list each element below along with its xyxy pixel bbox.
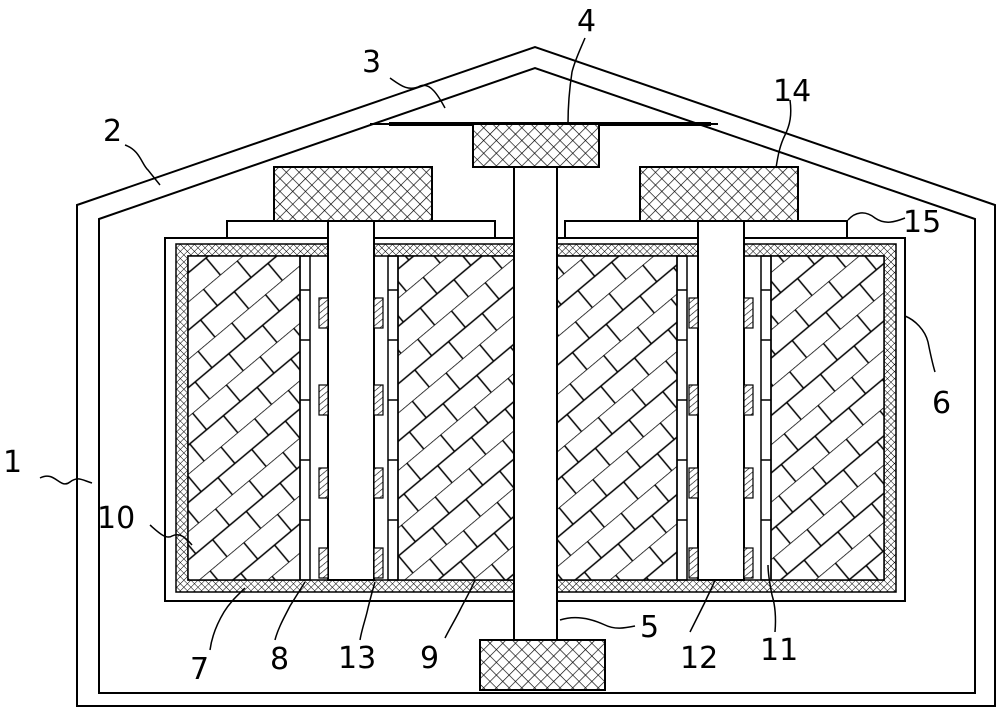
- label-10: 10: [97, 501, 135, 536]
- label-4: 4: [577, 4, 596, 39]
- label-3: 3: [362, 45, 381, 80]
- label-6: 6: [932, 386, 951, 421]
- label-12: 12: [680, 641, 718, 676]
- left-channel: [299, 255, 399, 581]
- right-shaft: [697, 220, 745, 581]
- label-2: 2: [103, 114, 122, 149]
- label-15: 15: [903, 205, 941, 240]
- label-8: 8: [270, 642, 289, 677]
- label-13: 13: [338, 641, 376, 676]
- label-5: 5: [640, 610, 659, 645]
- top-center-block: [472, 123, 600, 168]
- label-7: 7: [190, 652, 209, 687]
- left-shaft: [327, 220, 375, 581]
- panel-center-right: [556, 255, 678, 581]
- panel-center-left: [397, 255, 515, 581]
- central-shaft: [513, 166, 558, 641]
- label-14: 14: [773, 74, 811, 109]
- panel-right: [770, 255, 885, 581]
- label-11: 11: [760, 633, 798, 668]
- housing: [76, 45, 996, 707]
- panel-left: [187, 255, 301, 581]
- leader-lines: [39, 37, 936, 651]
- label-9: 9: [420, 641, 439, 676]
- left-shaft-tabs: [318, 297, 384, 579]
- right-channel: [676, 255, 772, 581]
- right-shaft-tabs: [688, 297, 754, 579]
- upper-right-block: [639, 166, 799, 222]
- bottom-center-block: [479, 639, 606, 691]
- upper-left-block: [273, 166, 433, 222]
- label-1: 1: [3, 445, 22, 480]
